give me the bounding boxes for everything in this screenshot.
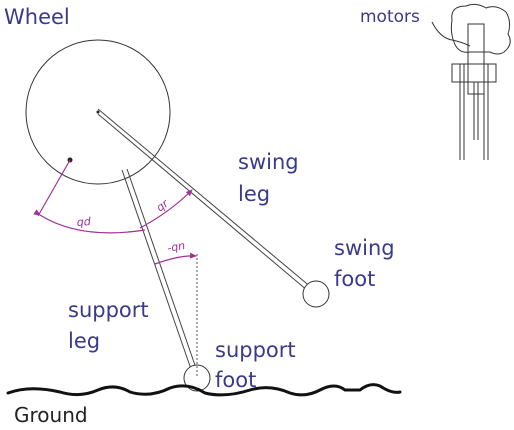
qd-radial-line [37,159,71,217]
motor-cable [431,21,471,47]
support-leg-label-line2: leg [68,329,100,353]
wheel-label: Wheel [4,5,70,29]
support-leg-label-line1: support [68,298,149,322]
motor-housing-outline [450,3,511,55]
swing-foot-circle [302,280,330,308]
ground-line [6,383,402,397]
support-foot-label-line1: support [215,338,296,362]
swing-foot-label-line2: foot [334,267,375,291]
qd-label: qd [76,215,92,229]
qr-arc [139,189,193,229]
support-foot-circle [183,364,211,392]
ground-label: Ground [14,403,88,427]
qd-arc [33,209,146,234]
support-leg [121,168,198,373]
qn-arc [154,252,197,265]
swing-leg [97,108,313,292]
swing-leg-label-line1: swing [238,150,299,174]
motor-shaft [467,23,485,95]
motors-label: motors [360,7,420,27]
support-foot-label-line2: foot [215,368,256,392]
swing-leg-label-line2: leg [238,182,270,206]
qn-label: -qn [166,239,186,255]
motor-block [451,63,497,83]
swing-foot-label-line1: swing [334,236,395,260]
motors-sketch [431,3,511,160]
wheel-hub-dot [96,110,100,114]
qr-label: qr [154,196,172,214]
wheel-circle [25,39,171,185]
